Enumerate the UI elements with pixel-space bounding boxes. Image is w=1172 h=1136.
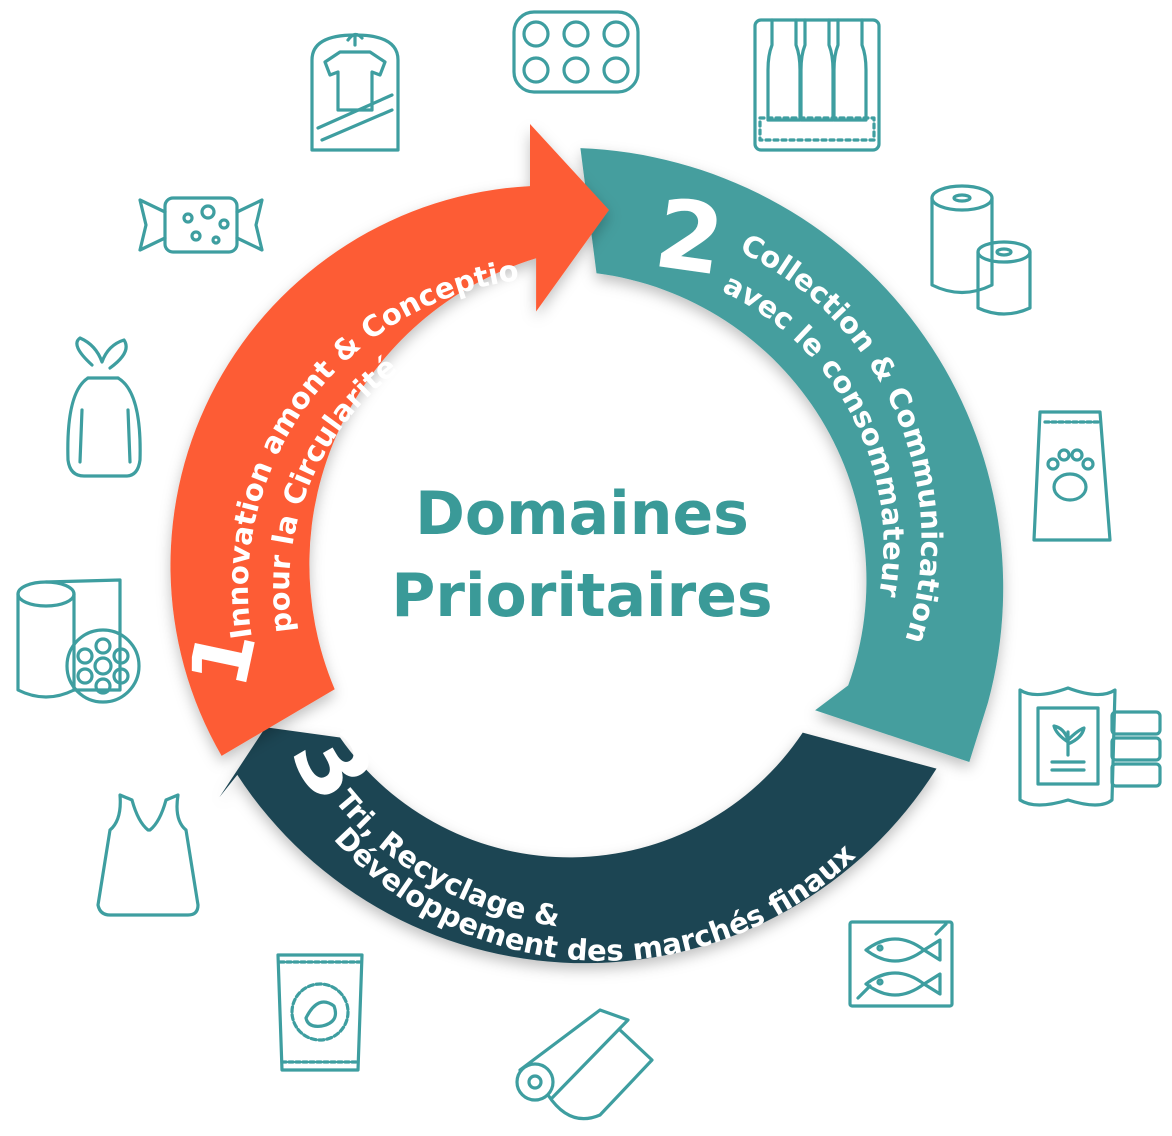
garment-bag-icon [310,32,400,152]
center-title-line1: Domaines [415,479,749,549]
segment-2-arrow [580,148,1004,763]
bottle-carrier-icon [753,18,881,152]
segment-3-arrow [219,727,937,964]
segment-1-arrow [170,124,609,756]
segment-1-shape [170,124,609,756]
six-pack-ring-icon [512,10,640,94]
bread-bag-icon [66,336,142,478]
center-title-line2: Prioritaires [391,561,772,631]
segment-2-number: 2 [649,177,731,297]
textile-rolls-icon [16,578,141,704]
paper-towel-rolls-icon [930,184,1032,316]
shopping-bag-icon [96,793,200,917]
chip-bag-icon [276,953,364,1072]
pet-food-bag-icon [1032,410,1112,542]
segment-3-shape [219,727,937,964]
candy-wrapper-icon [138,196,264,254]
plastic-film-roll-icon [515,1008,654,1121]
seed-bag-icon [1018,686,1162,807]
segment-2-shape [580,148,1004,763]
fish-tray-icon [848,920,954,1008]
